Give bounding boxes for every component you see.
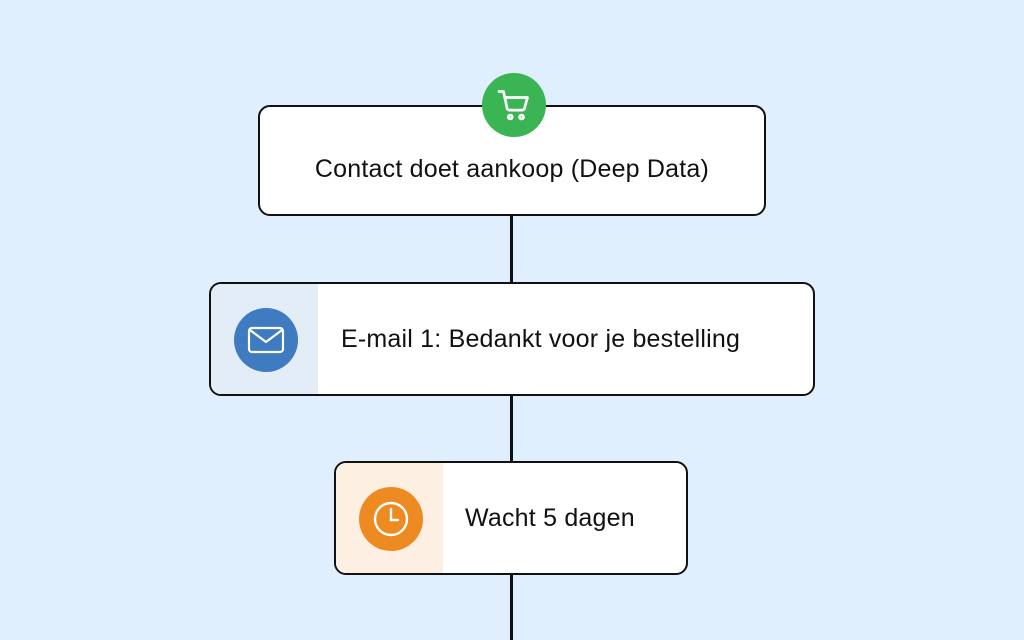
wait-label: Wacht 5 dagen xyxy=(465,503,635,532)
trigger-label: Contact doet aankoop (Deep Data) xyxy=(314,155,710,183)
wait-icon-panel xyxy=(336,463,443,573)
email-icon-panel xyxy=(211,284,318,394)
connector-line xyxy=(510,394,513,464)
clock-icon xyxy=(359,487,423,551)
connector-line xyxy=(510,573,513,640)
email-node[interactable]: E-mail 1: Bedankt voor je bestelling xyxy=(209,282,815,396)
trigger-node[interactable]: Contact doet aankoop (Deep Data) xyxy=(258,73,766,216)
shopping-cart-icon xyxy=(482,73,546,137)
email-label: E-mail 1: Bedankt voor je bestelling xyxy=(341,324,741,353)
wait-node[interactable]: Wacht 5 dagen xyxy=(334,461,688,575)
connector-line xyxy=(510,214,513,284)
envelope-icon xyxy=(234,308,298,372)
